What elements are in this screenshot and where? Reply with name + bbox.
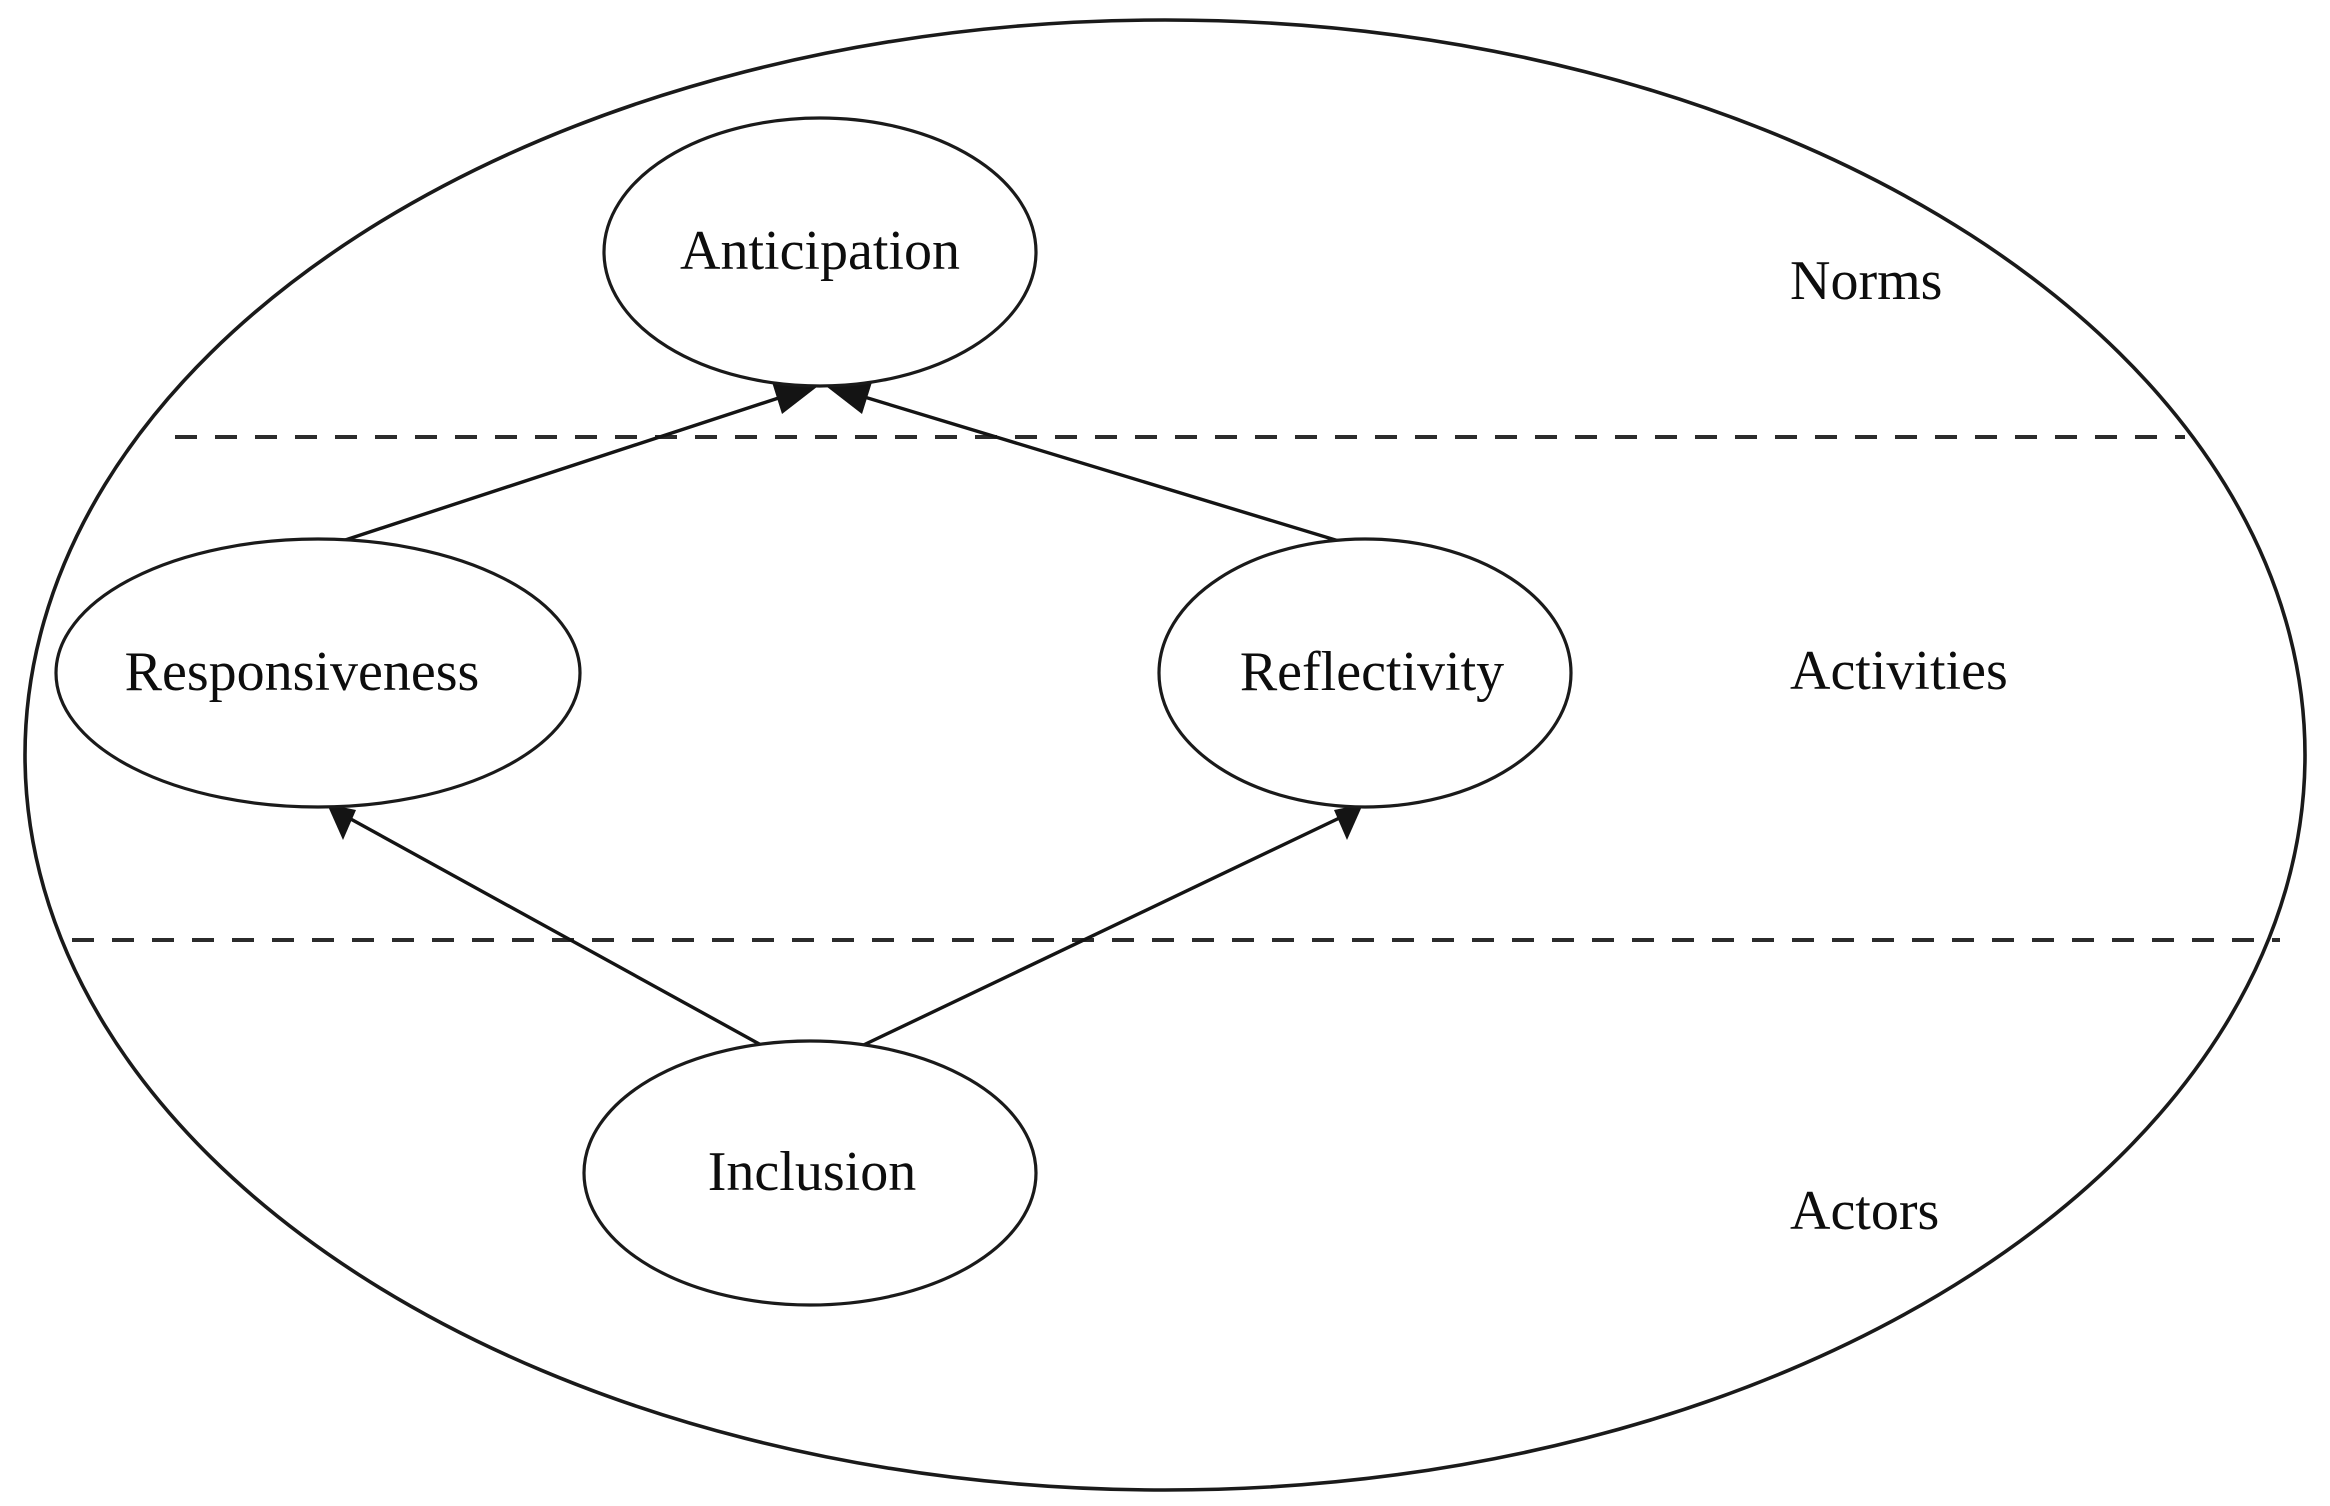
node-inclusion-label: Inclusion bbox=[708, 1141, 916, 1203]
arrow-responsiveness-to-anticipation bbox=[329, 382, 822, 547]
zone-label-activities: Activities bbox=[1790, 640, 2008, 702]
node-responsiveness[interactable]: Responsiveness bbox=[54, 537, 582, 809]
node-inclusion[interactable]: Inclusion bbox=[582, 1039, 1038, 1307]
arrow-inclusion-to-responsiveness bbox=[327, 804, 793, 1064]
node-reflectivity[interactable]: Reflectivity bbox=[1157, 537, 1573, 809]
node-anticipation-ellipse[interactable] bbox=[602, 116, 1038, 388]
node-inclusion-ellipse[interactable] bbox=[582, 1039, 1038, 1307]
node-reflectivity-label: Reflectivity bbox=[1240, 641, 1504, 703]
arrow-head-icon bbox=[1334, 804, 1363, 840]
arrow-head-icon bbox=[822, 382, 872, 414]
arrow-head-icon bbox=[772, 382, 822, 414]
node-responsiveness-ellipse[interactable] bbox=[54, 537, 582, 809]
system-boundary-ellipse bbox=[23, 18, 2307, 1492]
node-reflectivity-ellipse[interactable] bbox=[1157, 537, 1573, 809]
node-anticipation[interactable]: Anticipation bbox=[602, 116, 1038, 388]
arrow-shaft bbox=[837, 387, 1353, 547]
arrow-reflectivity-to-anticipation bbox=[822, 382, 1353, 547]
zone-label-norms: Norms bbox=[1790, 250, 1942, 312]
arrow-shaft bbox=[827, 810, 1353, 1064]
node-anticipation-label: Anticipation bbox=[680, 220, 960, 282]
arrow-shaft bbox=[337, 810, 793, 1064]
arrow-shaft bbox=[329, 387, 807, 547]
arrow-head-icon bbox=[327, 804, 356, 840]
arrow-inclusion-to-reflectivity bbox=[827, 804, 1363, 1064]
zone-label-actors: Actors bbox=[1790, 1180, 1939, 1242]
node-responsiveness-label: Responsiveness bbox=[125, 641, 480, 703]
